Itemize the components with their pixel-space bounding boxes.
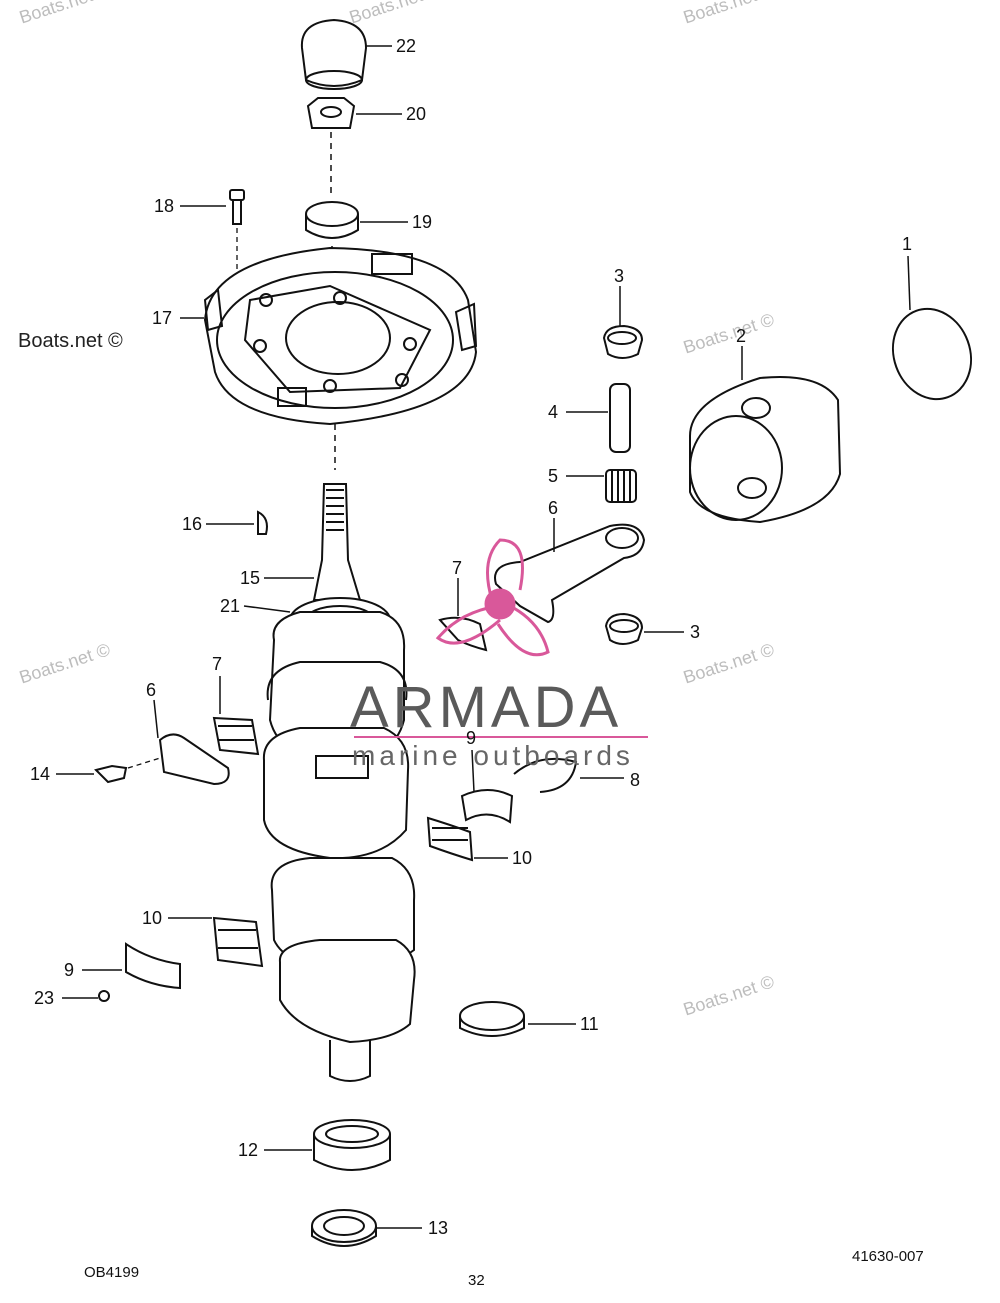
part-label: 12 — [238, 1140, 259, 1160]
part-11-snap-ring — [459, 1001, 525, 1031]
part-13-lower-seal — [311, 1209, 377, 1243]
part-23-ball — [98, 990, 110, 1002]
part-label: 4 — [548, 402, 559, 422]
part-4-piston-pin — [609, 383, 631, 453]
part-label: 1 — [902, 234, 913, 254]
part-label: 13 — [428, 1218, 449, 1238]
part-10-bearing-cage-left — [212, 916, 264, 968]
part-label: 19 — [412, 212, 433, 232]
part-label: 9 — [466, 728, 477, 748]
part-label: 14 — [30, 764, 51, 784]
part-label: 7 — [212, 654, 223, 674]
drawing-code: OB4199 — [84, 1264, 140, 1281]
part-6-rod-cap — [158, 733, 230, 786]
part-label: 3 — [614, 266, 625, 286]
part-3-washer-bottom — [604, 612, 644, 645]
part-label: 23 — [34, 988, 55, 1008]
part-label: 10 — [142, 908, 163, 928]
part-3-washer-top — [602, 324, 644, 359]
brand-tagline: marine outboards — [352, 740, 634, 771]
part-2-piston — [689, 375, 842, 524]
part-label: 10 — [512, 848, 533, 868]
part-label: 3 — [690, 622, 701, 642]
part-label: 18 — [154, 196, 175, 216]
part-5-needle-bearing — [605, 469, 637, 503]
part-7-bearing-cage-left — [212, 716, 260, 756]
part-label: 16 — [182, 514, 203, 534]
part-1-piston-ring — [891, 307, 973, 401]
part-19-seal — [305, 201, 359, 227]
armada-propeller-logo — [435, 538, 550, 657]
crankshaft-body — [262, 611, 416, 1082]
part-label: 8 — [630, 770, 641, 790]
part-label: 17 — [152, 308, 173, 328]
part-label: 9 — [64, 960, 75, 980]
part-label: 15 — [240, 568, 261, 588]
part-9-bearing-half-lower — [125, 942, 181, 990]
part-label: 5 — [548, 466, 559, 486]
brand-name: ARMADA — [350, 675, 623, 740]
part-18-screw — [229, 189, 245, 201]
part-label: 6 — [548, 498, 559, 518]
part-22-cap — [300, 18, 368, 87]
part-label: 11 — [580, 1014, 599, 1034]
part-label: 20 — [406, 104, 427, 124]
part-label: 2 — [736, 326, 747, 346]
part-label: 7 — [452, 558, 463, 578]
part-16-key — [257, 510, 268, 535]
part-15-crankshaft-taper — [312, 483, 362, 601]
part-catalog-number: 41630-007 — [852, 1248, 924, 1265]
watermark: Boats.net © — [18, 330, 123, 352]
page-number: 32 — [468, 1272, 485, 1289]
part-14-bolt — [94, 764, 128, 784]
part-label: 6 — [146, 680, 157, 700]
part-8-retaining-ring — [513, 757, 578, 793]
part-12-lower-bearing — [313, 1119, 391, 1171]
part-label: 21 — [220, 596, 241, 616]
brand-divider — [354, 736, 648, 738]
part-9-bearing-half-upper — [460, 789, 514, 824]
part-6-connecting-rod — [494, 523, 646, 624]
part-10-bearing-cage-right — [426, 816, 474, 862]
part-20-nut — [306, 97, 356, 129]
part-label: 22 — [396, 36, 417, 56]
